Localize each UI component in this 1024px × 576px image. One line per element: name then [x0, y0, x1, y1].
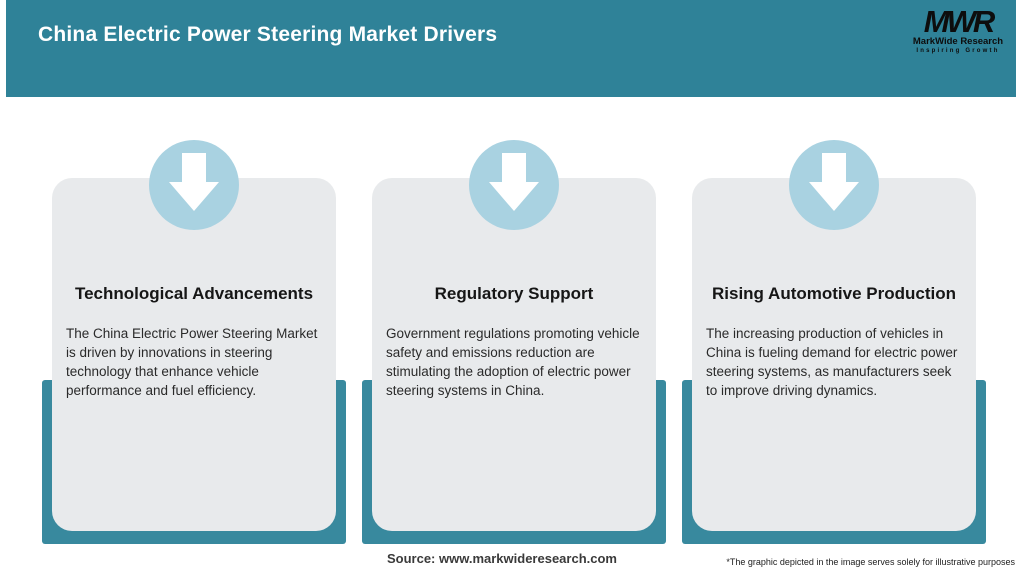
logo-monogram: MWR	[923, 4, 995, 39]
page-title: China Electric Power Steering Market Dri…	[38, 23, 498, 46]
driver-card-rising-automotive-production: Rising Automotive Production The increas…	[682, 140, 986, 544]
disclaimer-text: *The graphic depicted in the image serve…	[726, 557, 1015, 567]
logo-name: MarkWide Research	[912, 36, 1004, 47]
card-panel: Technological Advancements The China Ele…	[52, 178, 336, 531]
down-arrow-icon	[789, 140, 879, 230]
down-arrow-icon	[469, 140, 559, 230]
driver-card-regulatory-support: Regulatory Support Government regulation…	[362, 140, 666, 544]
logo-tagline: Inspiring Growth	[916, 48, 1000, 54]
card-body: The China Electric Power Steering Market…	[66, 326, 318, 398]
card-title: Rising Automotive Production	[712, 284, 956, 303]
card-title: Regulatory Support	[434, 284, 594, 303]
card-body: The increasing production of vehicles in…	[706, 326, 958, 398]
markwide-research-logo: MWR MarkWide Research Inspiring Growth	[908, 4, 1008, 55]
down-arrow-icon	[149, 140, 239, 230]
card-title: Technological Advancements	[74, 284, 314, 303]
card-panel: Rising Automotive Production The increas…	[692, 178, 976, 531]
driver-card-technological-advancements: Technological Advancements The China Ele…	[42, 140, 346, 544]
header-bar: China Electric Power Steering Market Dri…	[6, 0, 1016, 97]
card-panel: Regulatory Support Government regulation…	[372, 178, 656, 531]
card-body: Government regulations promoting vehicle…	[386, 326, 640, 398]
source-text: Source: www.markwideresearch.com	[386, 551, 617, 566]
